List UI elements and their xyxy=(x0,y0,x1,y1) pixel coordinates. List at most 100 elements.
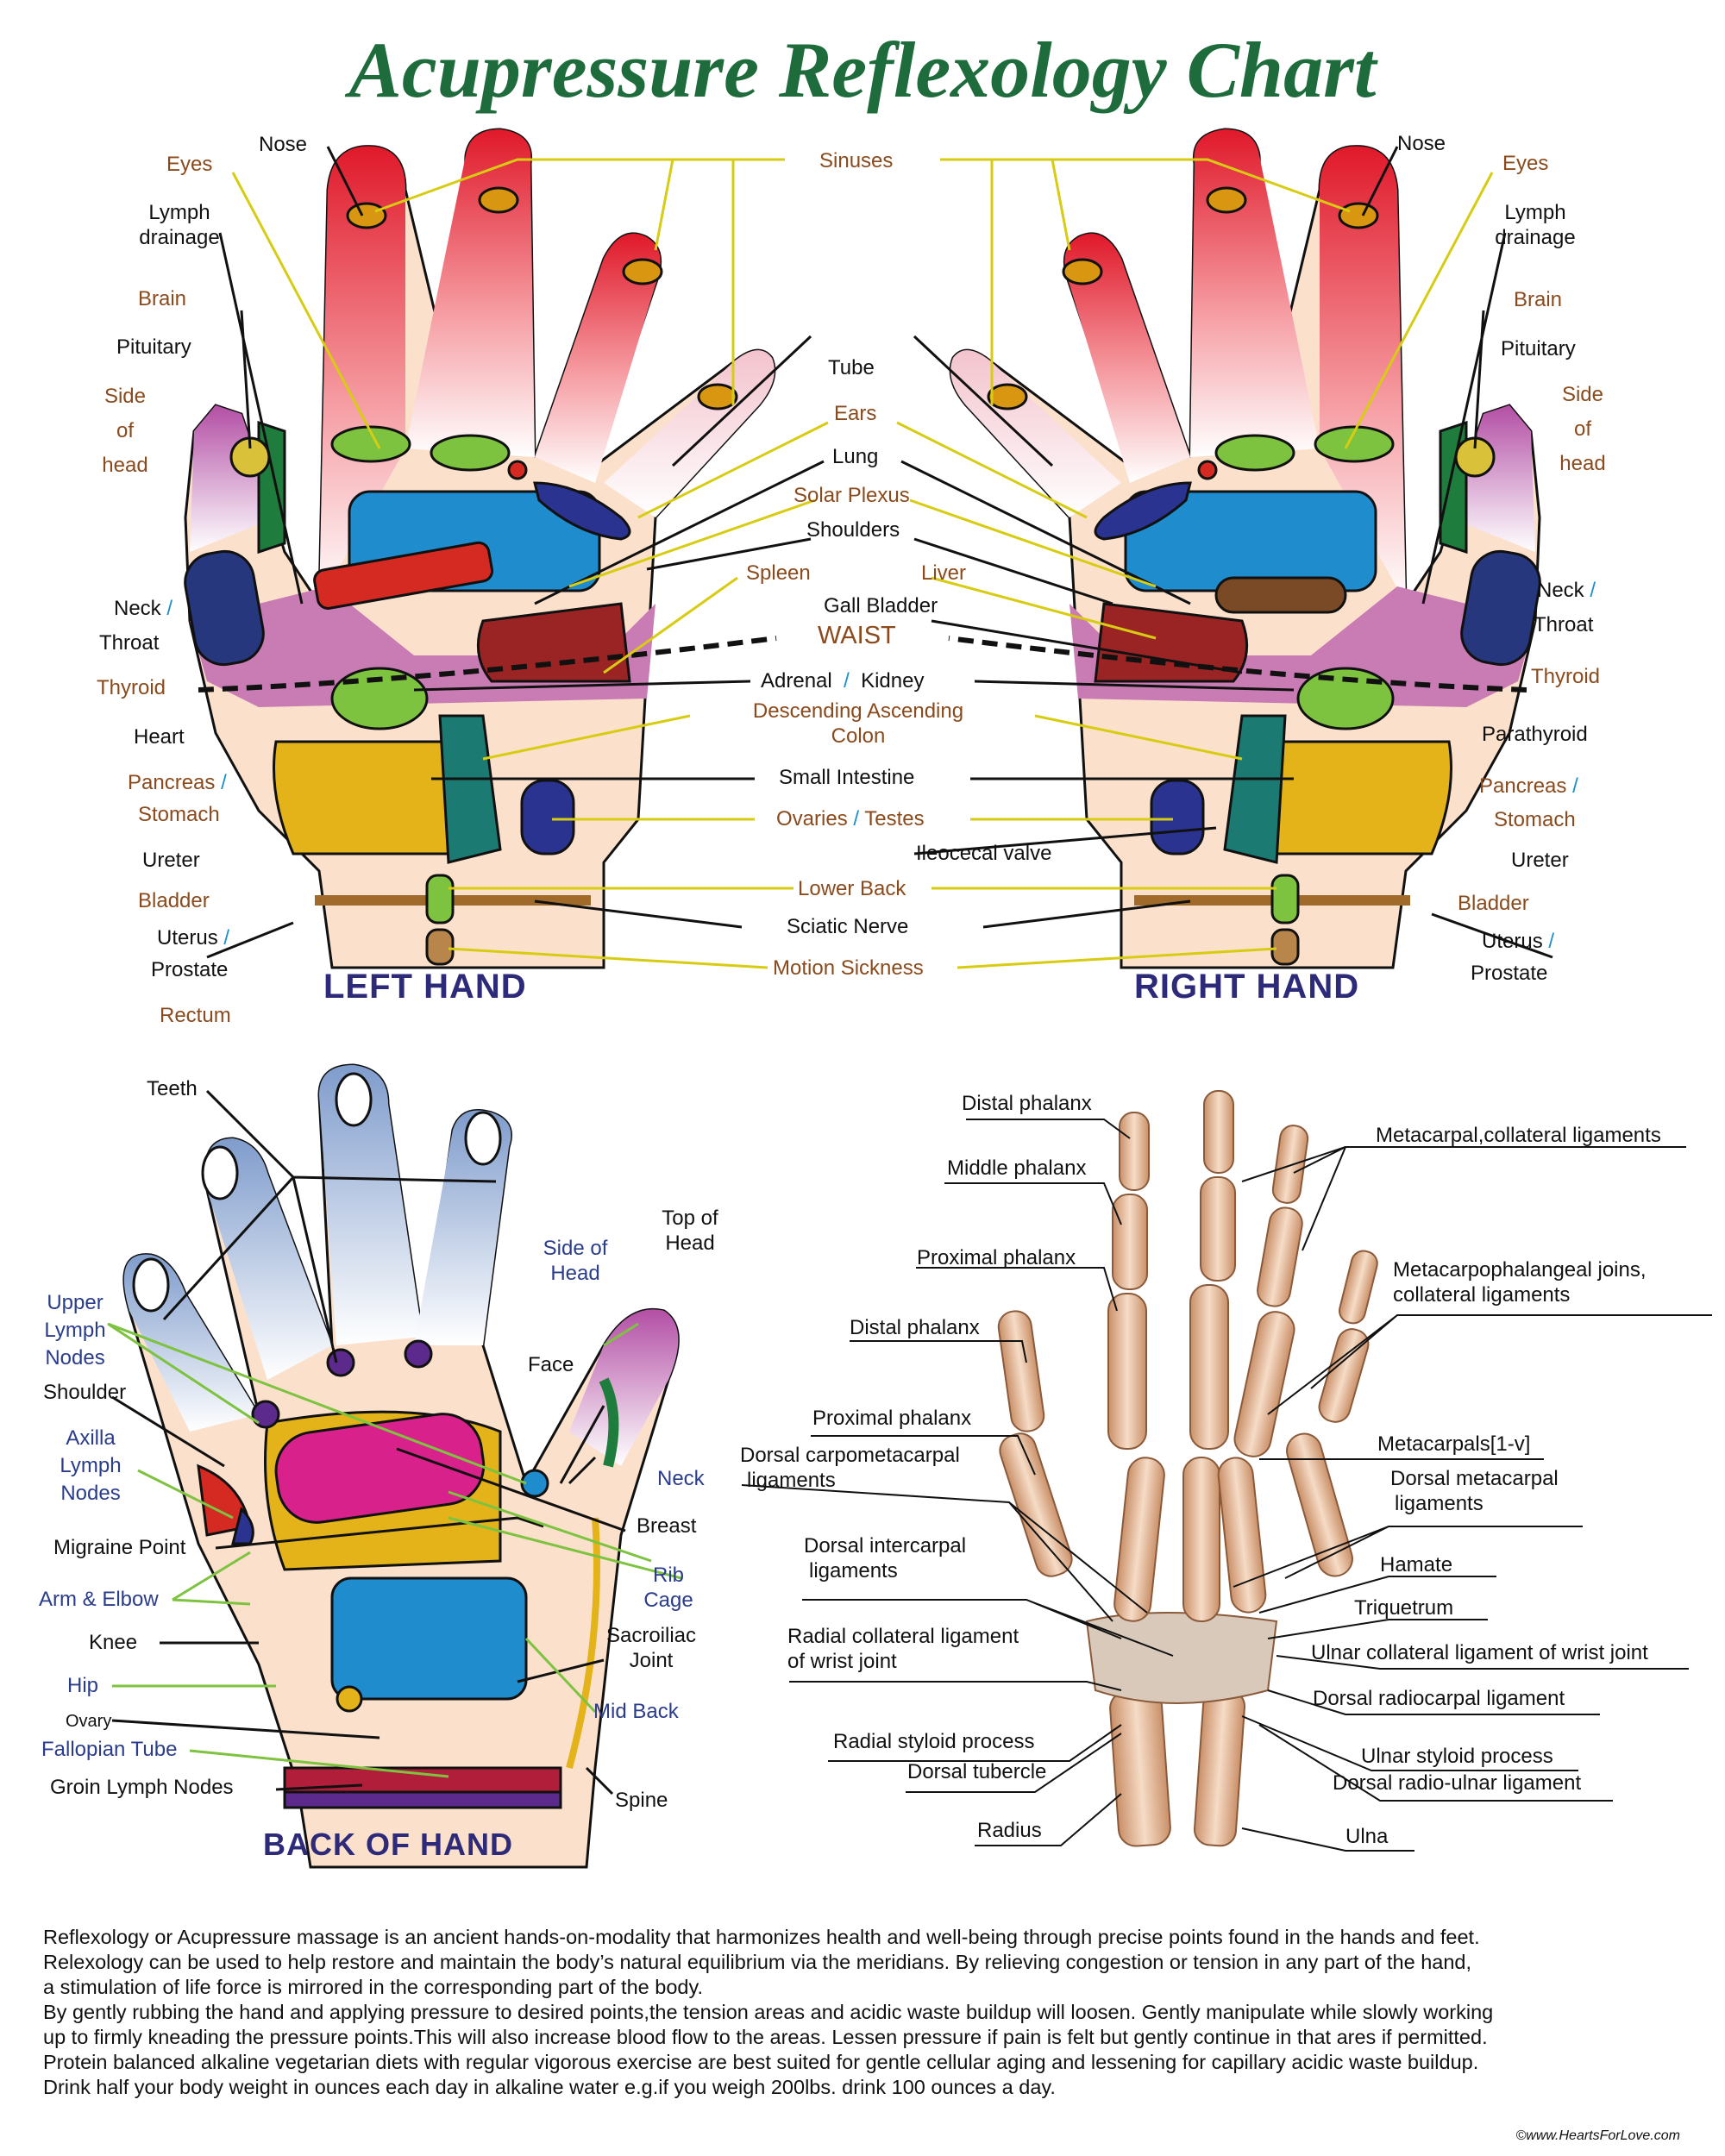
left-rectum-label: Rectum xyxy=(160,1004,231,1027)
left-bladder-label: Bladder xyxy=(138,889,210,912)
right-stomach-label: Stomach xyxy=(1494,808,1576,831)
metacarpophalangeal-label: Metacarpophalangeal joins,collateral lig… xyxy=(1393,1258,1647,1307)
copyright: ©www.HeartsForLove.com xyxy=(1515,2128,1680,2143)
right-pituitary-label: Pituitary xyxy=(1501,337,1576,360)
ovary-label: Ovary xyxy=(66,1712,112,1731)
left-heart-label: Heart xyxy=(134,725,185,749)
distal-phalanx-label-2: Distal phalanx xyxy=(850,1316,980,1339)
right-hand-title: RIGHT HAND xyxy=(1134,968,1360,1006)
dorsal-radiocarpal-label: Dorsal radiocarpal ligament xyxy=(1313,1687,1565,1710)
middle-phalanx-label: Middle phalanx xyxy=(947,1156,1087,1180)
ileocecal-label: Ileocecal valve xyxy=(916,842,1052,865)
small-intestine-label: Small Intestine xyxy=(779,766,915,789)
sciatic-label: Sciatic Nerve xyxy=(787,915,909,938)
left-pituitary-label: Pituitary xyxy=(116,335,191,359)
back-leader-lines xyxy=(107,1089,682,1796)
anatomy-leader-lines xyxy=(741,1119,1712,1852)
left-neck-label: Neck / xyxy=(114,597,173,620)
right-eyes-label: Eyes xyxy=(1502,152,1549,175)
ears-label: Ears xyxy=(834,402,877,425)
right-pancreas-label: Pancreas / xyxy=(1479,774,1578,798)
left-thyroid-label: Thyroid xyxy=(97,676,166,699)
right-ureter-label: Ureter xyxy=(1511,849,1569,872)
description-line: Drink half your body weight in ounces ea… xyxy=(43,2076,1056,2098)
description-line: By gently rubbing the hand and applying … xyxy=(43,2001,1494,2023)
description-line: Relexology can be used to help restore a… xyxy=(43,1951,1472,1973)
waist-label: WAIST xyxy=(818,622,896,649)
hip-label: Hip xyxy=(67,1674,99,1697)
right-hand-drawing xyxy=(948,128,1541,969)
back-neck-label: Neck xyxy=(657,1467,705,1490)
spine-label: Spine xyxy=(615,1789,668,1812)
proximal-phalanx-label-2: Proximal phalanx xyxy=(812,1407,972,1430)
left-stomach-label: Stomach xyxy=(138,803,220,826)
ovaries-testes-label: Ovaries / Testes xyxy=(776,807,925,830)
shoulder-label: Shoulder xyxy=(43,1381,127,1404)
left-throat-label: Throat xyxy=(99,631,160,655)
breast-label: Breast xyxy=(637,1514,697,1538)
mid-back-label: Mid Back xyxy=(593,1700,679,1723)
left-hand-drawing xyxy=(184,128,777,969)
right-thyroid-label: Thyroid xyxy=(1531,665,1601,688)
dorsal-tubercle-label: Dorsal tubercle xyxy=(907,1760,1047,1783)
left-eyes-label: Eyes xyxy=(166,153,213,176)
description: Reflexology or Acupressure massage is an… xyxy=(43,1925,1682,2100)
dorsal-radio-ulnar-label: Dorsal radio-ulnar ligament xyxy=(1333,1771,1582,1795)
right-prostate-label: Prostate xyxy=(1471,962,1548,985)
proximal-phalanx-label-1: Proximal phalanx xyxy=(917,1246,1076,1269)
description-line: up to firmly kneading the pressure point… xyxy=(43,2026,1488,2048)
right-bladder-label: Bladder xyxy=(1458,892,1529,915)
tube-label: Tube xyxy=(828,356,875,379)
right-nose-label: Nose xyxy=(1397,132,1446,155)
triquetrum-label: Triquetrum xyxy=(1354,1596,1454,1620)
sinuses-label: Sinuses xyxy=(819,149,894,172)
left-pancreas-label: Pancreas / xyxy=(128,771,227,794)
distal-phalanx-label-1: Distal phalanx xyxy=(962,1092,1092,1115)
lower-back-label: Lower Back xyxy=(798,877,906,900)
right-parathyroid-label: Parathyroid xyxy=(1482,723,1588,746)
left-ureter-label: Ureter xyxy=(142,849,200,872)
ulnar-collateral-label: Ulnar collateral ligament of wrist joint xyxy=(1311,1641,1648,1664)
adrenal-kidney-label: Adrenal / Kidney xyxy=(761,669,925,693)
right-throat-label: Throat xyxy=(1534,613,1594,636)
ulna-label: Ulna xyxy=(1346,1825,1389,1848)
fallopian-label: Fallopian Tube xyxy=(41,1738,178,1761)
left-prostate-label: Prostate xyxy=(151,958,229,981)
ulnar-styloid-label: Ulnar styloid process xyxy=(1361,1745,1553,1768)
radial-styloid-label: Radial styloid process xyxy=(833,1730,1035,1753)
right-uterus-label: Uterus / xyxy=(1482,930,1555,953)
right-neck-label: Neck / xyxy=(1537,579,1596,602)
palm-leader-lines xyxy=(206,146,1553,969)
radius-label: Radius xyxy=(977,1819,1042,1842)
solar-plexus-label: Solar Plexus xyxy=(794,484,910,507)
hamate-label: Hamate xyxy=(1380,1553,1453,1576)
teeth-label: Teeth xyxy=(147,1077,198,1100)
back-of-hand-title: BACK OF HAND xyxy=(263,1827,513,1862)
migraine-label: Migraine Point xyxy=(53,1536,186,1559)
description-line: a stimulation of life force is mirrored … xyxy=(43,1976,704,1998)
left-hand-title: LEFT HAND xyxy=(323,968,527,1006)
hand-skeleton-drawing xyxy=(997,1090,1378,1847)
motion-sickness-label: Motion Sickness xyxy=(773,956,924,980)
right-brain-label: Brain xyxy=(1514,288,1563,311)
spleen-label: Spleen xyxy=(746,561,811,585)
back-of-hand-drawing xyxy=(122,1063,680,1869)
gall-bladder-label: Gall Bladder xyxy=(824,594,938,617)
face-label: Face xyxy=(528,1353,574,1376)
knee-label: Knee xyxy=(89,1631,138,1654)
left-nose-label: Nose xyxy=(259,133,308,156)
description-line: Protein balanced alkaline vegetarian die… xyxy=(43,2051,1479,2073)
